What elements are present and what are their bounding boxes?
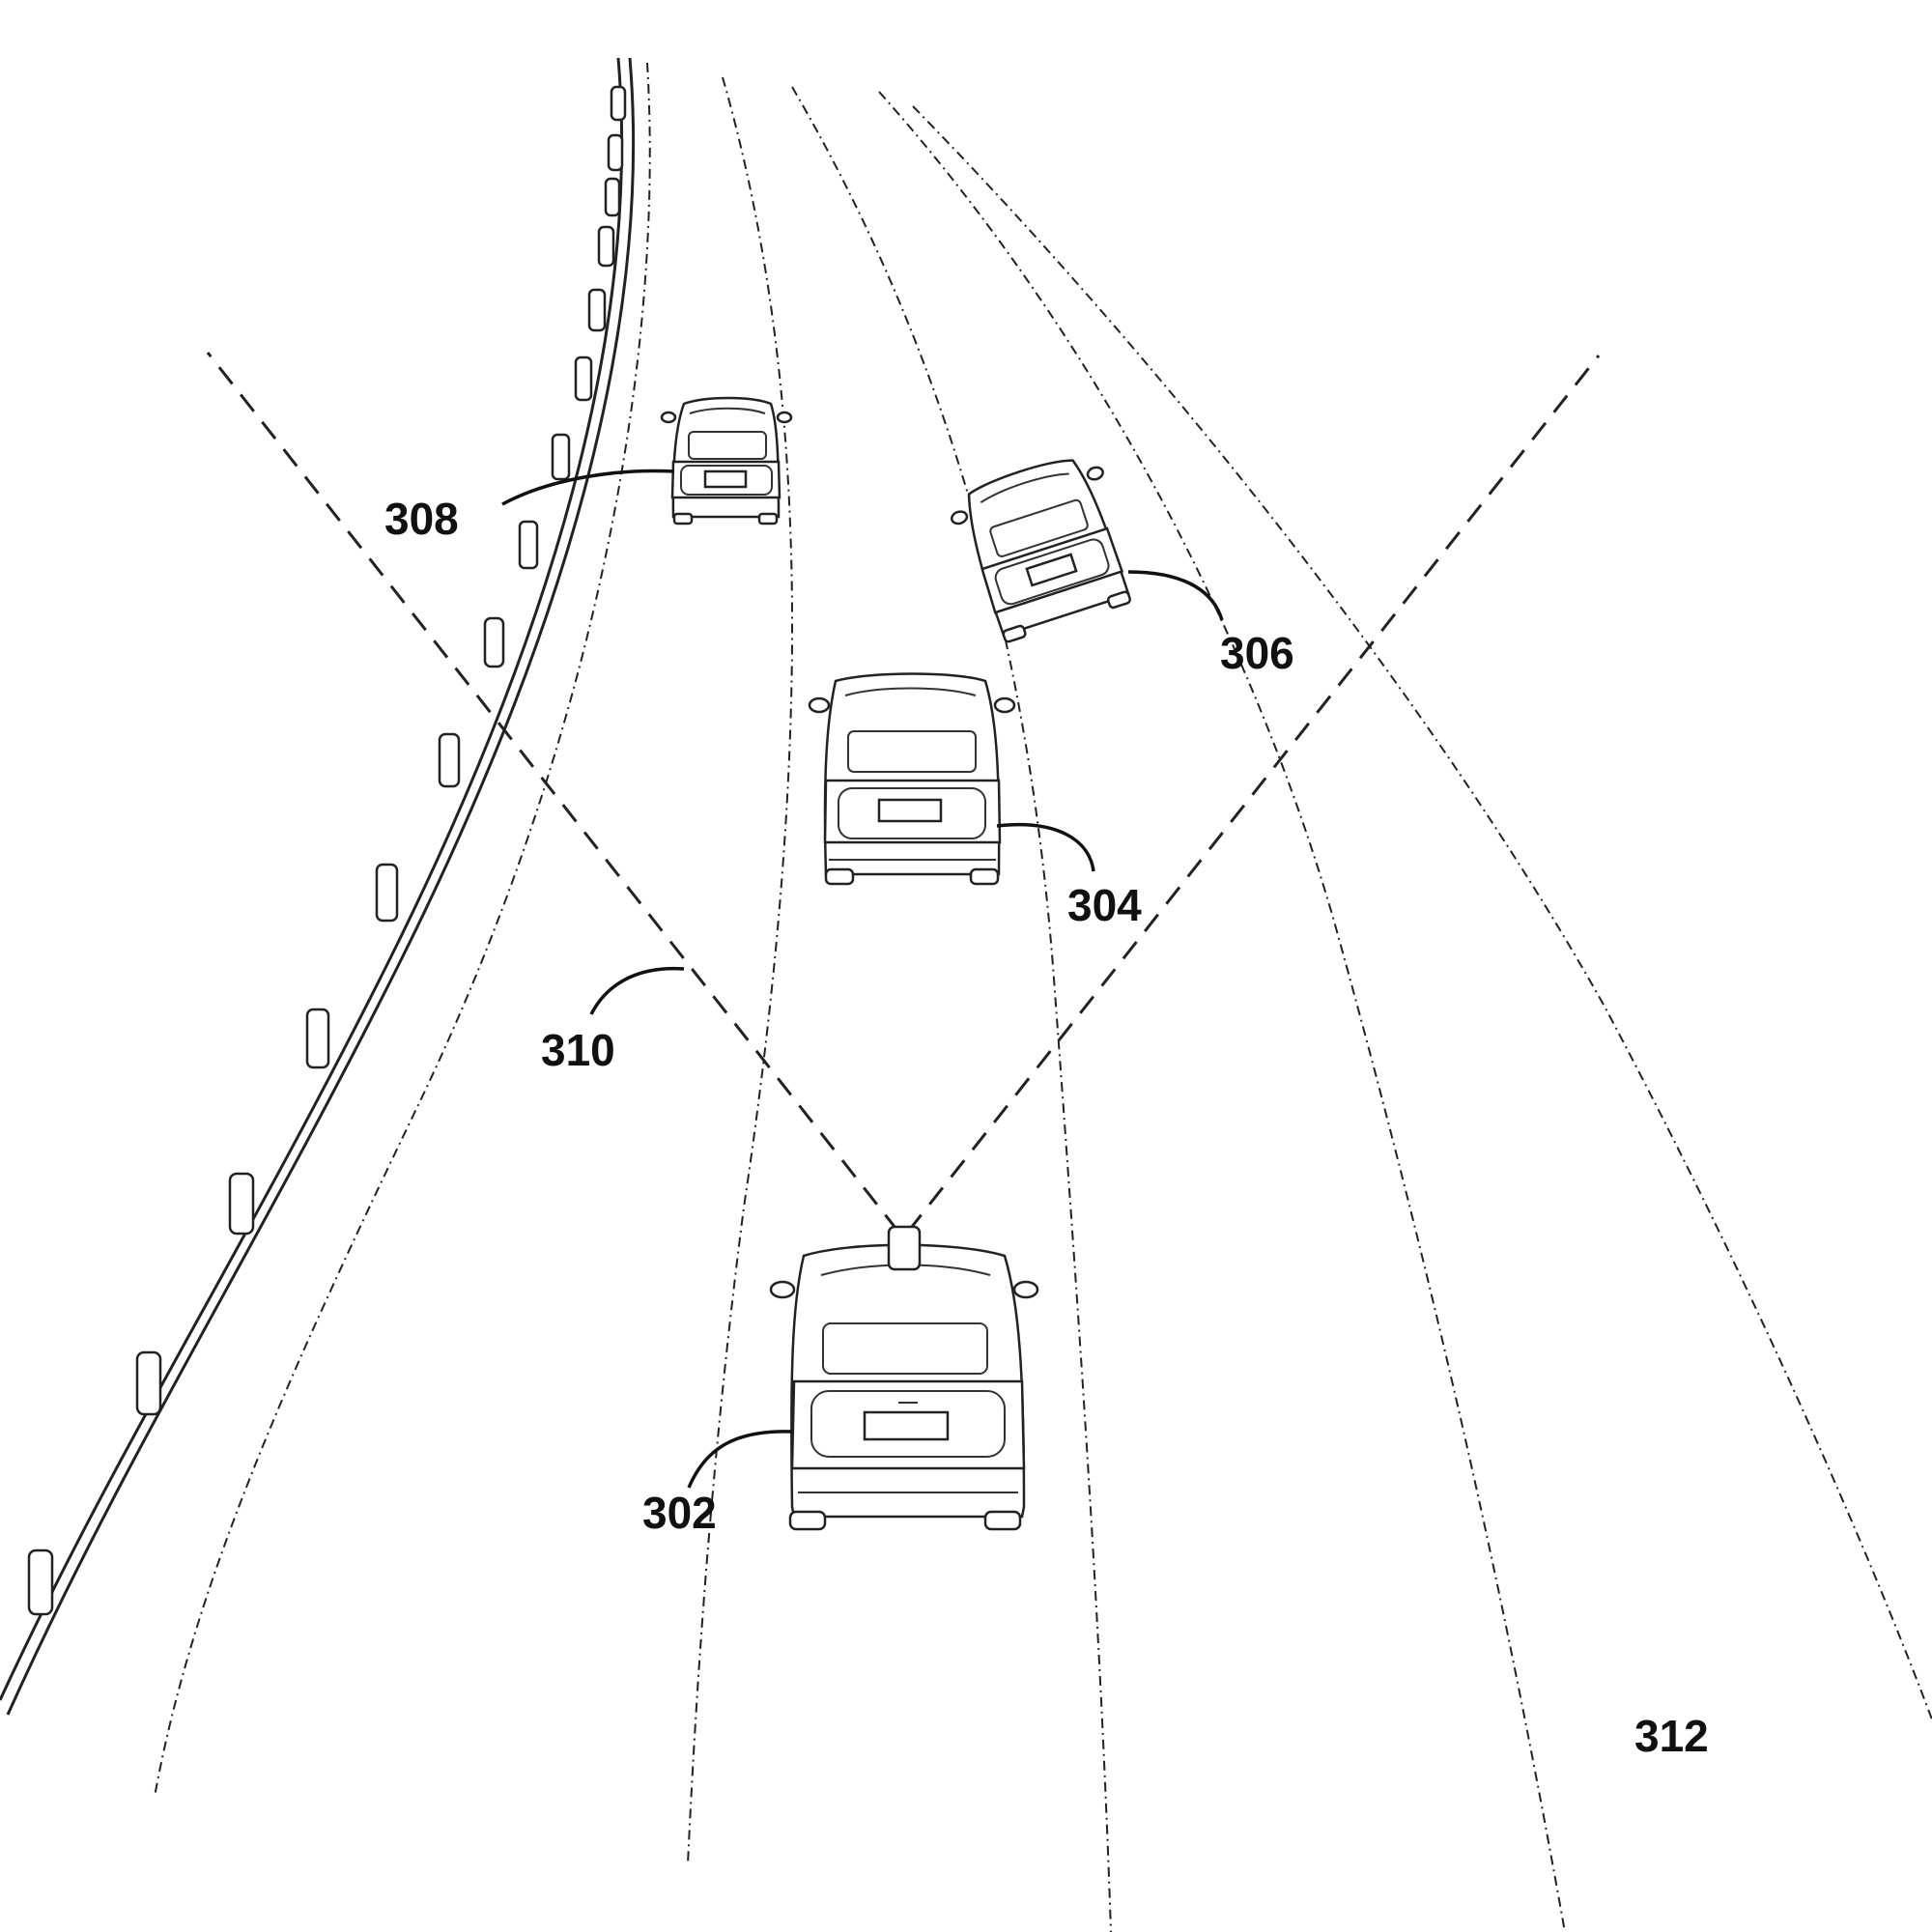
label-field-of-view: 310 <box>541 1025 615 1075</box>
label-left-vehicle: 308 <box>384 494 459 544</box>
fov-left-boundary <box>206 352 900 1233</box>
ego-vehicle <box>769 1225 1039 1531</box>
lane-line-1 <box>687 76 794 1865</box>
guard-rail-posts <box>27 85 627 1616</box>
fov-right-boundary <box>906 355 1601 1233</box>
label-lead-vehicle: 304 <box>1067 880 1142 930</box>
leader-308 <box>501 469 675 506</box>
left-vehicle <box>660 396 793 526</box>
label-ego-vehicle: 302 <box>642 1488 717 1538</box>
field-of-view-boundaries <box>206 352 1601 1233</box>
leader-306 <box>1127 570 1224 621</box>
leader-310 <box>589 966 685 1015</box>
lane-line-right-edge <box>912 105 1932 1720</box>
road-lane-lines <box>154 62 1932 1932</box>
lead-vehicle <box>808 672 1016 886</box>
label-roadway: 312 <box>1634 1711 1709 1761</box>
lane-line-3 <box>878 91 1566 1932</box>
guard-rail <box>0 57 636 1716</box>
label-right-vehicle: 306 <box>1220 628 1294 678</box>
leader-lines <box>501 469 1224 1489</box>
leader-302 <box>687 1430 793 1489</box>
reference-numerals: 302 304 306 308 310 312 <box>384 494 1709 1761</box>
roof-sensor <box>887 1225 922 1271</box>
lane-line-2 <box>791 86 1112 1932</box>
right-vehicle <box>950 459 1131 643</box>
lane-line-left-edge <box>154 62 651 1798</box>
leader-304 <box>996 823 1095 872</box>
